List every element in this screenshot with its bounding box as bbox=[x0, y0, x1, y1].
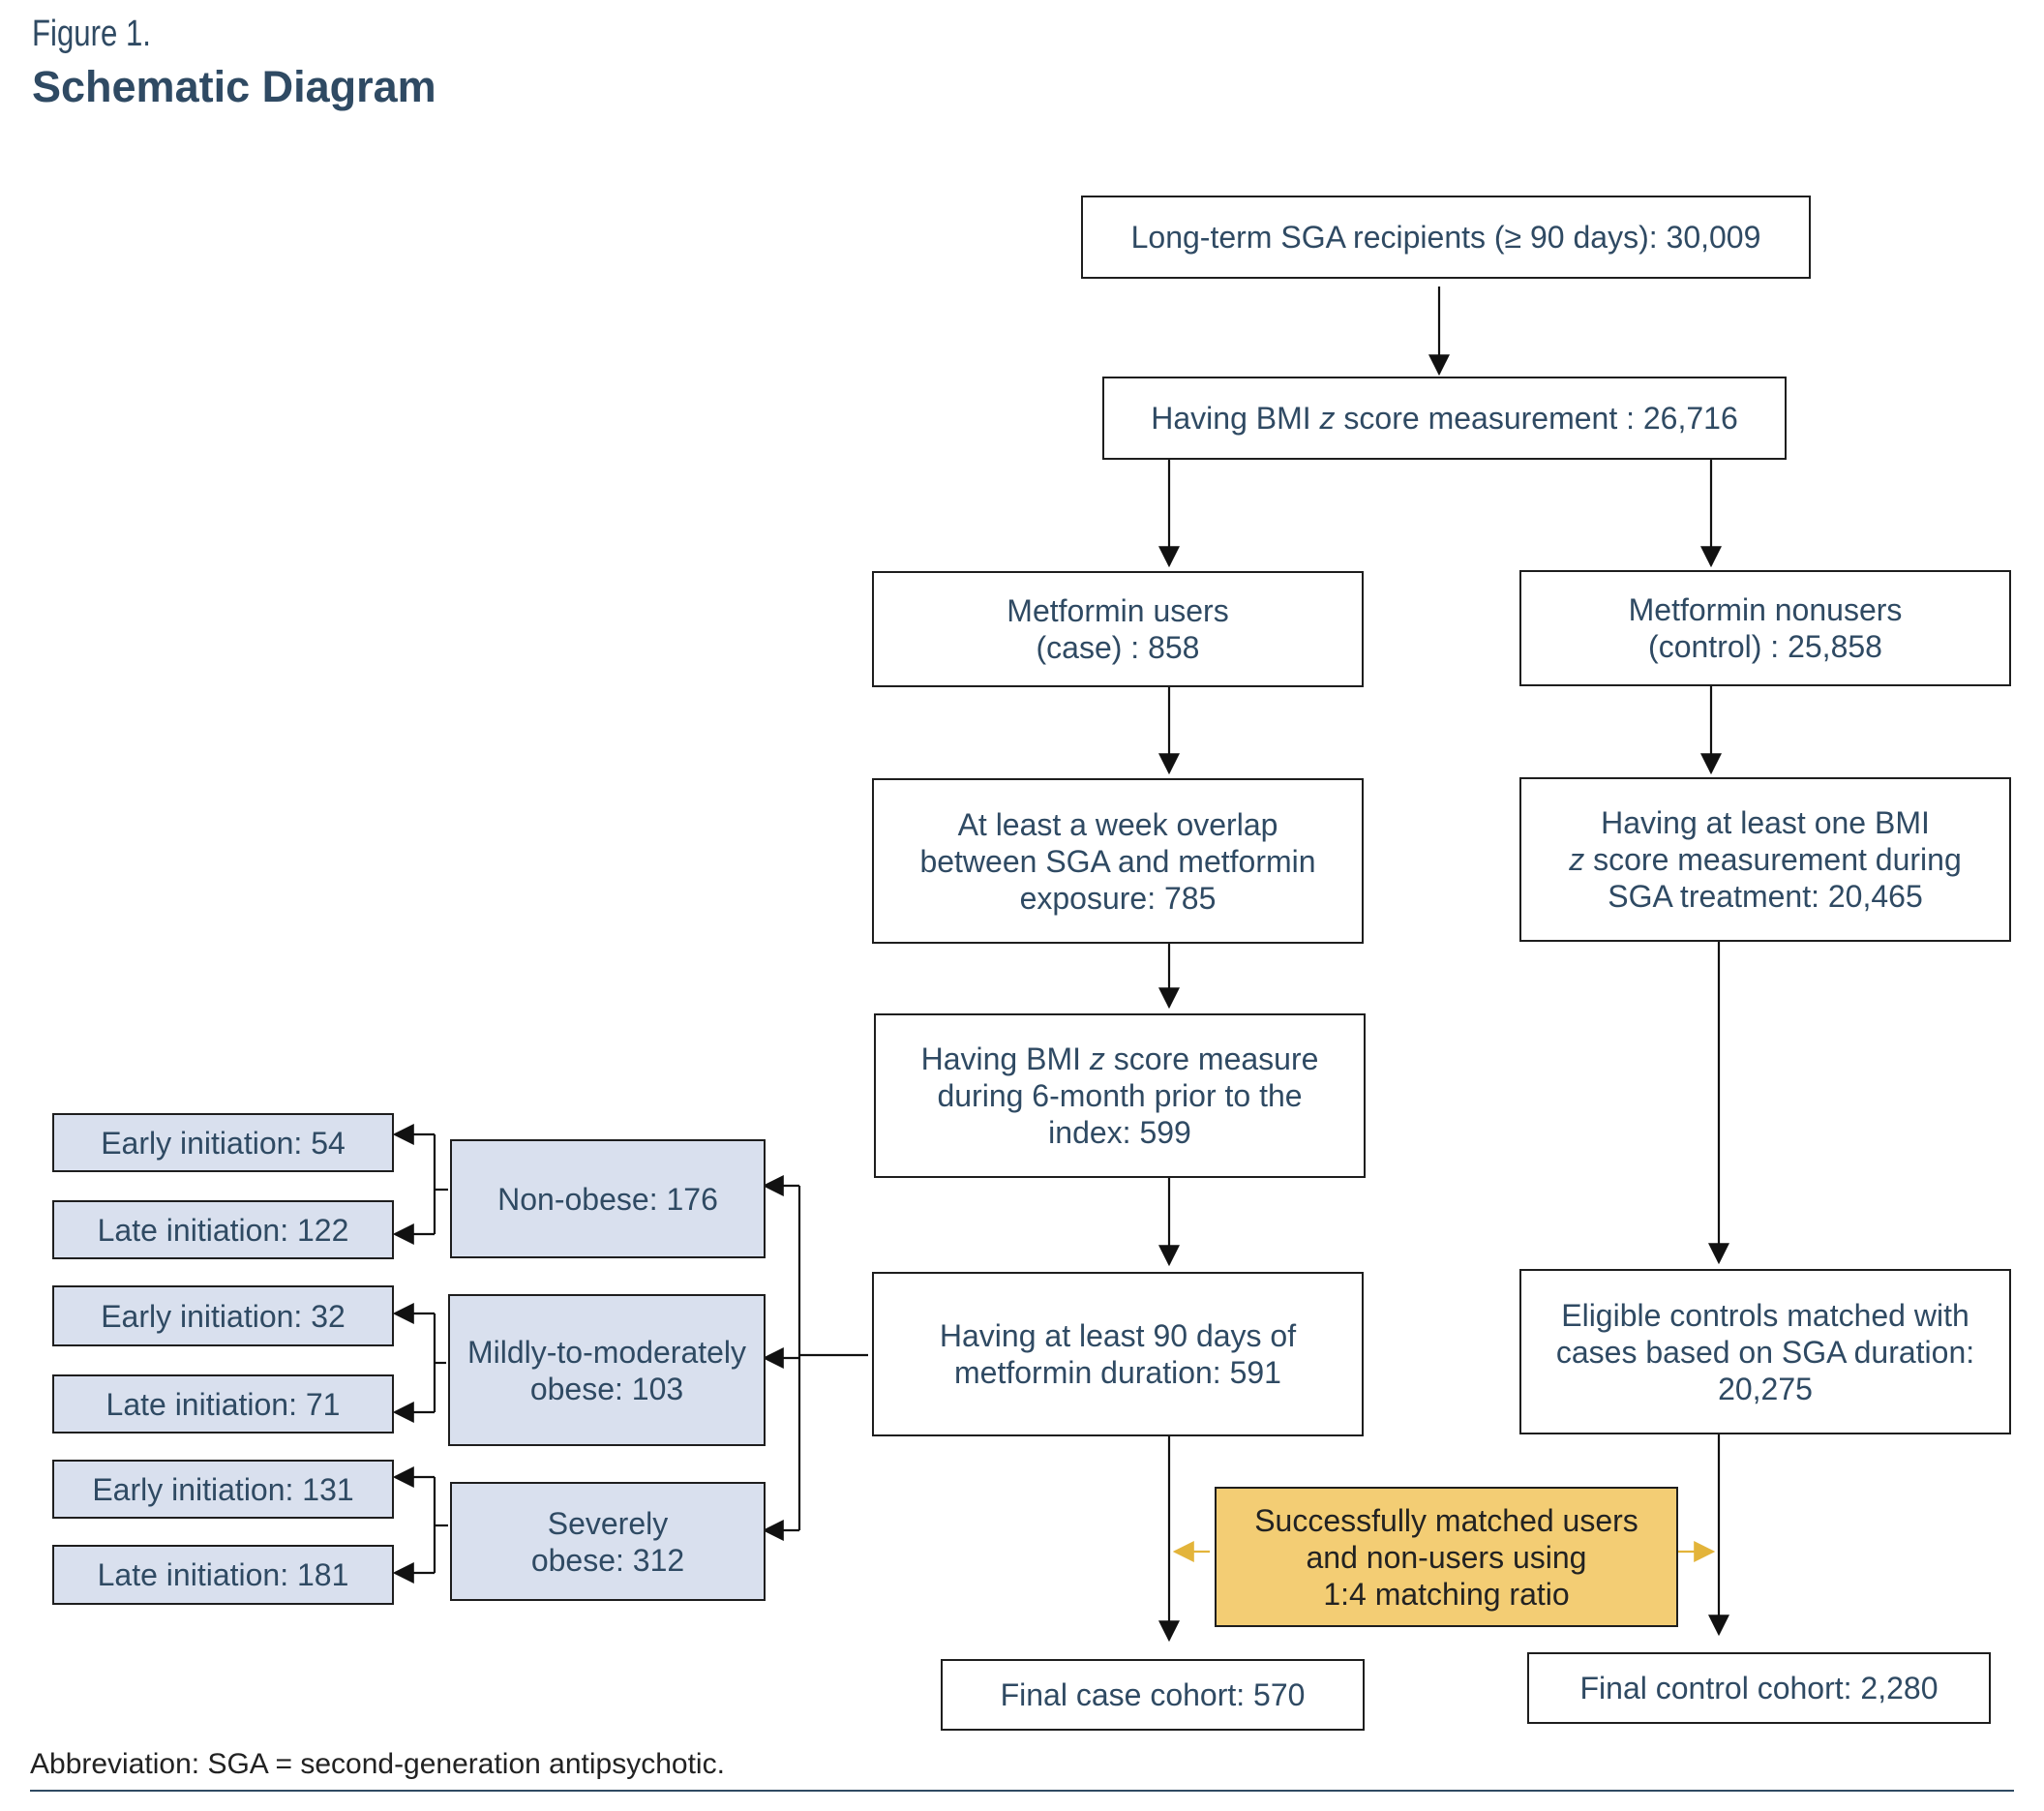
box-late-122-text: Late initiation: 122 bbox=[97, 1212, 349, 1248]
figure-label: Figure 1. bbox=[32, 14, 151, 54]
box-bmi-measurement: Having BMI z score measurement : 26,716 bbox=[1102, 377, 1787, 460]
box-late-71-text: Late initiation: 71 bbox=[105, 1386, 341, 1422]
box-late-181-text: Late initiation: 181 bbox=[97, 1557, 349, 1592]
box-early-131-text: Early initiation: 131 bbox=[92, 1471, 354, 1507]
box-late-181: Late initiation: 181 bbox=[52, 1545, 394, 1605]
box-eligible-controls: Eligible controls matched with cases bas… bbox=[1519, 1269, 2011, 1434]
box-final-case-text: Final case cohort: 570 bbox=[1000, 1677, 1306, 1712]
box-late-71: Late initiation: 71 bbox=[52, 1374, 394, 1434]
box-ninety-days: Having at least 90 days of metformin dur… bbox=[872, 1272, 1364, 1436]
box-non-obese-text: Non-obese: 176 bbox=[497, 1181, 718, 1217]
box-severe: Severely obese: 312 bbox=[450, 1482, 766, 1601]
box-final-case: Final case cohort: 570 bbox=[941, 1659, 1365, 1731]
box-bmi-measurement-text: Having BMI z score measurement : 26,716 bbox=[1151, 401, 1738, 436]
box-control-bmi-text: Having at least one BMI z score measurem… bbox=[1569, 805, 1962, 914]
box-ninety-days-text: Having at least 90 days of metformin dur… bbox=[939, 1318, 1297, 1390]
box-early-54-text: Early initiation: 54 bbox=[101, 1125, 346, 1161]
box-severe-text: Severely obese: 312 bbox=[530, 1505, 685, 1578]
box-early-32: Early initiation: 32 bbox=[52, 1285, 394, 1346]
box-mild-moderate-text: Mildly-to-moderately obese: 103 bbox=[466, 1334, 747, 1406]
box-prior-bmi-text: Having BMI z score measure during 6-mont… bbox=[920, 1041, 1319, 1150]
box-early-32-text: Early initiation: 32 bbox=[101, 1298, 346, 1334]
box-week-overlap-text: At least a week overlap between SGA and … bbox=[919, 806, 1316, 916]
box-prior-bmi: Having BMI z score measure during 6-mont… bbox=[874, 1013, 1366, 1178]
box-final-control: Final control cohort: 2,280 bbox=[1527, 1652, 1991, 1724]
figure-title: Schematic Diagram bbox=[32, 62, 436, 111]
box-eligible-controls-text: Eligible controls matched with cases bas… bbox=[1555, 1297, 1975, 1406]
box-non-obese: Non-obese: 176 bbox=[450, 1139, 766, 1258]
box-control-bmi: Having at least one BMI z score measurem… bbox=[1519, 777, 2011, 942]
box-late-122: Late initiation: 122 bbox=[52, 1200, 394, 1259]
box-early-131: Early initiation: 131 bbox=[52, 1460, 394, 1519]
abbreviation-note: Abbreviation: SGA = second-generation an… bbox=[30, 1748, 725, 1780]
box-week-overlap: At least a week overlap between SGA and … bbox=[872, 778, 1364, 944]
box-mild-moderate: Mildly-to-moderately obese: 103 bbox=[448, 1294, 766, 1446]
box-final-control-text: Final control cohort: 2,280 bbox=[1579, 1671, 1939, 1705]
box-metformin-users: Metformin users (case) : 858 bbox=[872, 571, 1364, 687]
box-metformin-nonusers-text: Metformin nonusers (control) : 25,858 bbox=[1628, 592, 1903, 664]
footer-rule bbox=[30, 1790, 2014, 1792]
box-matched-text: Successfully matched users and non-users… bbox=[1254, 1502, 1638, 1612]
box-sga-recipients-text: Long-term SGA recipients (≥ 90 days): 30… bbox=[1130, 220, 1761, 255]
box-metformin-nonusers: Metformin nonusers (control) : 25,858 bbox=[1519, 570, 2011, 686]
box-metformin-users-text: Metformin users (case) : 858 bbox=[1007, 593, 1229, 665]
box-early-54: Early initiation: 54 bbox=[52, 1113, 394, 1172]
box-matched: Successfully matched users and non-users… bbox=[1215, 1487, 1678, 1627]
box-sga-recipients: Long-term SGA recipients (≥ 90 days): 30… bbox=[1081, 196, 1811, 279]
